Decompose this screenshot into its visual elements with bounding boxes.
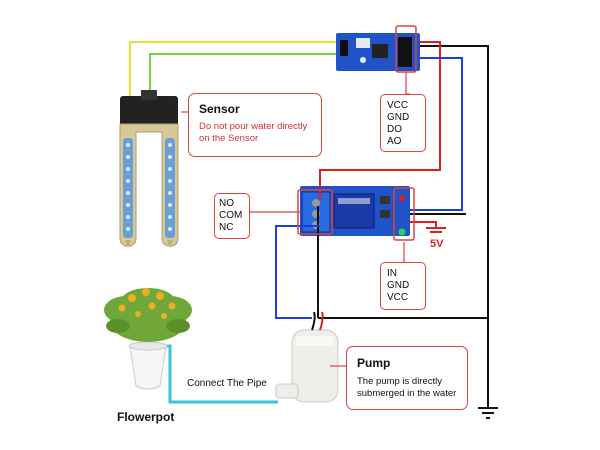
water-pump-icon	[275, 311, 339, 403]
pump-callout-title: Pump	[357, 356, 391, 370]
ground-symbol-icon	[478, 407, 498, 419]
pump-callout-note: The pump is directly submerged in the wa…	[357, 376, 457, 399]
sensor-signal-wires	[129, 41, 338, 98]
vcc-wires	[319, 41, 446, 233]
sensor-callout-title: Sensor	[199, 102, 240, 116]
relay-contact-labels: NO COM NC	[214, 193, 250, 239]
pipe-label: Connect The Pipe	[187, 378, 267, 389]
relay-pin-vcc: VCC	[387, 292, 409, 303]
potted-plant-icon	[104, 288, 192, 390]
relay-contact-no: NO	[219, 198, 234, 209]
module-pin-do: DO	[387, 124, 402, 135]
sensor-callout: Sensor Do not pour water directly on the…	[188, 93, 322, 157]
relay-contact-nc: NC	[219, 222, 234, 233]
sensor-module-board-icon	[336, 33, 420, 71]
module-pin-labels: VCC GND DO AO	[380, 94, 426, 152]
water-pipe	[152, 344, 278, 404]
relay-contact-com: COM	[219, 210, 243, 221]
voltage-label: 5V	[430, 238, 444, 250]
module-pin-ao: AO	[387, 136, 402, 147]
relay-pin-labels: IN GND VCC	[380, 262, 426, 310]
flowerpot-label: Flowerpot	[117, 410, 175, 424]
relay-pin-gnd: GND	[387, 280, 410, 291]
relay-pin-in: IN	[387, 268, 397, 279]
module-pin-vcc: VCC	[387, 100, 409, 111]
soil-moisture-sensor-probe-icon	[119, 90, 179, 248]
sensor-callout-note: Do not pour water directly on the Sensor	[199, 121, 308, 144]
pump-callout: Pump The pump is directly submerged in t…	[346, 346, 468, 410]
ground-wires	[317, 45, 489, 408]
module-pin-gnd: GND	[387, 112, 410, 123]
pin-highlight-boxes	[297, 25, 417, 241]
